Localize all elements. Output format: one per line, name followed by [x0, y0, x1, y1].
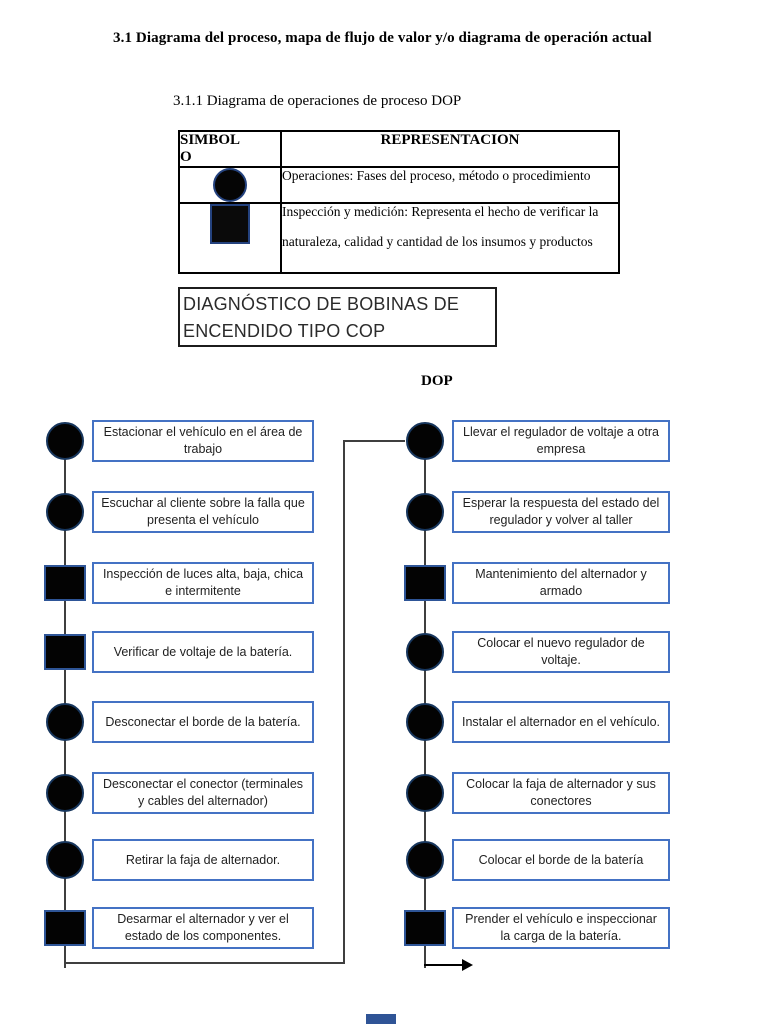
- flow-step-label: Mantenimiento del alternador y armado: [475, 567, 647, 598]
- middle-riser-line: [343, 440, 345, 964]
- representation-cell: Operaciones: Fases del proceso, método o…: [280, 166, 620, 204]
- table-row: Inspección y medición: Representa el hec…: [178, 202, 620, 274]
- end-arrow-head-icon: [462, 959, 473, 971]
- flow-step-box: Desconectar el conector (terminales y ca…: [92, 772, 314, 814]
- dop-heading: DOP: [421, 373, 453, 389]
- inspection-square-icon: [210, 204, 250, 244]
- bottom-crossover-line: [64, 962, 345, 964]
- operation-circle-icon: [406, 493, 444, 531]
- inspection-square-icon: [44, 910, 86, 946]
- operation-circle-icon: [406, 633, 444, 671]
- table-header-row: SIMBOLO REPRESENTACION: [178, 130, 620, 168]
- flow-step-label: Desconectar el borde de la batería.: [105, 714, 301, 729]
- flow-step-label: Retirar la faja de alternador.: [125, 852, 281, 867]
- operation-circle-icon: [46, 774, 84, 812]
- subsection-title: 3.1.1 Diagrama de operaciones de proceso…: [173, 93, 462, 109]
- flow-step-label: Llevar el regulador de voltaje a otra em…: [463, 425, 659, 456]
- representation-cell: Inspección y medición: Representa el hec…: [280, 202, 620, 274]
- flow-step-box: Instalar el alternador en el vehículo.: [452, 701, 670, 743]
- flow-step-label: Inspección de luces alta, baja, chica e …: [102, 567, 304, 598]
- diagnosis-title-box: DIAGNÓSTICO DE BOBINAS DE ENCENDIDO TIPO…: [178, 287, 497, 347]
- operation-circle-icon: [406, 774, 444, 812]
- flow-step-box: Colocar la faja de alternador y sus cone…: [452, 772, 670, 814]
- inspection-square-icon: [404, 565, 446, 601]
- diagnosis-line2: ENCENDIDO TIPO COP: [183, 321, 386, 341]
- operation-circle-icon: [46, 841, 84, 879]
- flow-step-label: Colocar la faja de alternador y sus cone…: [466, 777, 656, 808]
- flow-step-box: Estacionar el vehículo en el área de tra…: [92, 420, 314, 462]
- flow-step-label: Colocar el nuevo regulador de voltaje.: [477, 636, 645, 667]
- operation-circle-icon: [46, 422, 84, 460]
- symbol-cell: [178, 202, 282, 274]
- operation-circle-icon: [406, 841, 444, 879]
- flow-step-label: Prender el vehículo e inspeccionar la ca…: [465, 912, 657, 943]
- flow-step-box: Verificar de voltaje de la batería.: [92, 631, 314, 673]
- inspection-square-icon: [44, 634, 86, 670]
- symbol-cell: [178, 166, 282, 204]
- operation-circle-icon: [406, 422, 444, 460]
- next-page-fragment: [366, 1014, 396, 1024]
- flow-step-box: Colocar el nuevo regulador de voltaje.: [452, 631, 670, 673]
- flow-step-label: Estacionar el vehículo en el área de tra…: [103, 425, 303, 456]
- flow-step-box: Colocar el borde de la batería: [452, 839, 670, 881]
- diagnosis-line1: DIAGNÓSTICO DE BOBINAS DE: [183, 294, 460, 314]
- operation-circle-icon: [406, 703, 444, 741]
- flow-step-box: Desconectar el borde de la batería.: [92, 701, 314, 743]
- flow-step-label: Desconectar el conector (terminales y ca…: [102, 777, 304, 808]
- flow-step-box: Escuchar al cliente sobre la falla que p…: [92, 491, 314, 533]
- flow-step-label: Instalar el alternador en el vehículo.: [461, 714, 661, 729]
- representation-line1: Inspección y medición: Representa el hec…: [282, 204, 599, 219]
- flow-step-box: Esperar la respuesta del estado del regu…: [452, 491, 670, 533]
- table-row: Operaciones: Fases del proceso, método o…: [178, 166, 620, 204]
- flow-step-box: Prender el vehículo e inspeccionar la ca…: [452, 907, 670, 949]
- operation-circle-icon: [46, 493, 84, 531]
- representation-line2: naturaleza, calidad y cantidad de los in…: [282, 233, 593, 249]
- operation-circle-icon: [46, 703, 84, 741]
- flow-step-label: Colocar el borde de la batería: [478, 852, 644, 867]
- flow-step-box: Inspección de luces alta, baja, chica e …: [92, 562, 314, 604]
- flow-step-label: Desarmar el alternador y ver el estado d…: [117, 912, 289, 943]
- header-label-simbolo: SIMBOLO: [180, 132, 241, 165]
- section-title: 3.1 Diagrama del proceso, mapa de flujo …: [113, 30, 652, 46]
- flow-step-box: Desarmar el alternador y ver el estado d…: [92, 907, 314, 949]
- header-cell-simbolo: SIMBOLO: [178, 130, 282, 168]
- flow-step-label: Verificar de voltaje de la batería.: [113, 644, 293, 659]
- flow-step-label: Esperar la respuesta del estado del regu…: [462, 496, 660, 527]
- top-crossover-line: [343, 440, 405, 442]
- flow-step-box: Llevar el regulador de voltaje a otra em…: [452, 420, 670, 462]
- operation-circle-icon: [213, 168, 247, 202]
- inspection-square-icon: [44, 565, 86, 601]
- flow-step-box: Retirar la faja de alternador.: [92, 839, 314, 881]
- flow-step-label: Escuchar al cliente sobre la falla que p…: [101, 496, 305, 527]
- flow-step-box: Mantenimiento del alternador y armado: [452, 562, 670, 604]
- end-arrow-line: [424, 964, 464, 966]
- inspection-square-icon: [404, 910, 446, 946]
- symbol-legend-table: SIMBOLO REPRESENTACION Operaciones: Fase…: [178, 130, 620, 274]
- header-cell-representacion: REPRESENTACION: [280, 130, 620, 168]
